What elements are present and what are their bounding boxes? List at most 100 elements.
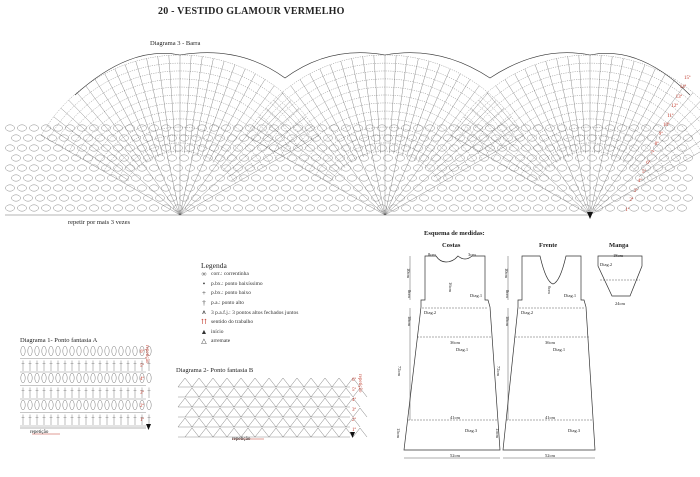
- d1-petal: [146, 346, 152, 356]
- mesh-loop: [503, 154, 513, 162]
- mesh-loop: [437, 184, 447, 192]
- mesh-loop: [419, 154, 429, 162]
- mesh-loop: [533, 164, 543, 172]
- mesh-loop: [635, 134, 645, 142]
- diagram3-chart: [5, 52, 700, 219]
- diagram3-row-number: 8ª: [654, 141, 659, 147]
- frente-w41: 41cm: [545, 415, 555, 420]
- fan-ray: [417, 79, 471, 163]
- mesh-loop: [251, 194, 261, 202]
- fan-spoke: [154, 158, 181, 216]
- mesh-loop: [545, 124, 555, 132]
- mesh-loop: [383, 194, 393, 202]
- mesh-loop: [23, 174, 33, 182]
- mesh-loop: [185, 184, 195, 192]
- mesh-loop: [53, 144, 63, 152]
- mesh-loop: [317, 164, 327, 172]
- mesh-loop: [215, 134, 225, 142]
- mesh-loop: [545, 204, 555, 212]
- mesh-loop: [29, 124, 39, 132]
- d1-petal: [132, 400, 138, 410]
- legend-text: p.bx.: ponto baixo: [211, 290, 252, 297]
- d1-petal: [48, 346, 54, 356]
- mesh-loop: [659, 194, 669, 202]
- mesh-loop: [449, 204, 459, 212]
- mesh-loop: [263, 154, 273, 162]
- diagram2-row-number: 2ª: [352, 418, 356, 423]
- d2-v-stitch: [268, 387, 284, 398]
- mesh-loop: [191, 154, 201, 162]
- d2-v-stitch: [219, 417, 235, 428]
- d2-v-stitch: [254, 427, 270, 438]
- mesh-loop: [509, 184, 519, 192]
- mesh-loop: [77, 204, 87, 212]
- mesh-loop: [389, 204, 399, 212]
- mesh-loop: [341, 164, 351, 172]
- fan-row-arc: [54, 70, 306, 144]
- mesh-loop: [143, 154, 153, 162]
- mesh-loop: [47, 154, 57, 162]
- frente-side-mid: 8cm: [505, 290, 510, 298]
- mesh-loop: [317, 144, 327, 152]
- mesh-loop: [41, 164, 51, 172]
- mesh-loop: [677, 144, 687, 152]
- mesh-loop: [599, 154, 609, 162]
- mesh-loop: [365, 124, 375, 132]
- mesh-loop: [149, 204, 159, 212]
- diagram2-row-number: 5ª: [352, 388, 356, 393]
- mesh-loop: [623, 154, 633, 162]
- mesh-loop: [221, 144, 231, 152]
- d2-v-stitch: [317, 397, 333, 408]
- mesh-loop: [125, 184, 135, 192]
- mesh-loop: [125, 204, 135, 212]
- mesh-loop: [71, 154, 81, 162]
- fan-ray: [219, 92, 284, 168]
- mesh-loop: [371, 154, 381, 162]
- fan-ray: [495, 85, 554, 165]
- d1-petal: [55, 346, 61, 356]
- mesh-loop: [545, 144, 555, 152]
- schema-title: Esquema de medidas:: [424, 230, 485, 237]
- mesh-loop: [89, 124, 99, 132]
- mesh-loop: [353, 164, 363, 172]
- mesh-loop: [149, 164, 159, 172]
- fan-ray: [470, 108, 544, 174]
- diagram3-row-number: 1ª: [625, 207, 630, 213]
- diagram2-grid: [177, 377, 368, 440]
- d1-petal: [62, 400, 68, 410]
- page-title: 20 - VESTIDO GLAMOUR VERMELHO: [158, 6, 345, 17]
- mesh-loop: [161, 164, 171, 172]
- fan-ray: [205, 68, 246, 159]
- mesh-loop: [41, 144, 51, 152]
- d1-petal: [20, 400, 26, 410]
- mesh-loop: [227, 134, 237, 142]
- mesh-loop: [287, 174, 297, 182]
- diagram3-fan: [41, 54, 319, 216]
- d2-v-stitch: [247, 417, 263, 428]
- mesh-loop: [245, 204, 255, 212]
- mesh-loop: [425, 184, 435, 192]
- mesh-loop: [245, 184, 255, 192]
- mesh-loop: [611, 194, 621, 202]
- mesh-loop: [335, 174, 345, 182]
- d1-petal: [90, 346, 96, 356]
- mesh-loop: [293, 184, 303, 192]
- mesh-loop: [23, 154, 33, 162]
- mesh-loop: [239, 194, 249, 202]
- mesh-loop: [191, 194, 201, 202]
- mesh-loop: [377, 124, 387, 132]
- mesh-loop: [683, 134, 693, 142]
- mesh-loop: [167, 194, 177, 202]
- fan-ray: [226, 108, 300, 174]
- mesh-loop: [677, 204, 687, 212]
- frente-diag1: Diag.1: [564, 293, 577, 298]
- mesh-loop: [635, 174, 645, 182]
- mesh-loop: [353, 184, 363, 192]
- d1-petal: [132, 346, 138, 356]
- mesh-loop: [401, 144, 411, 152]
- d2-v-stitch: [338, 387, 354, 398]
- mesh-loop: [347, 134, 357, 142]
- mesh-loop: [197, 204, 207, 212]
- mesh-loop: [185, 124, 195, 132]
